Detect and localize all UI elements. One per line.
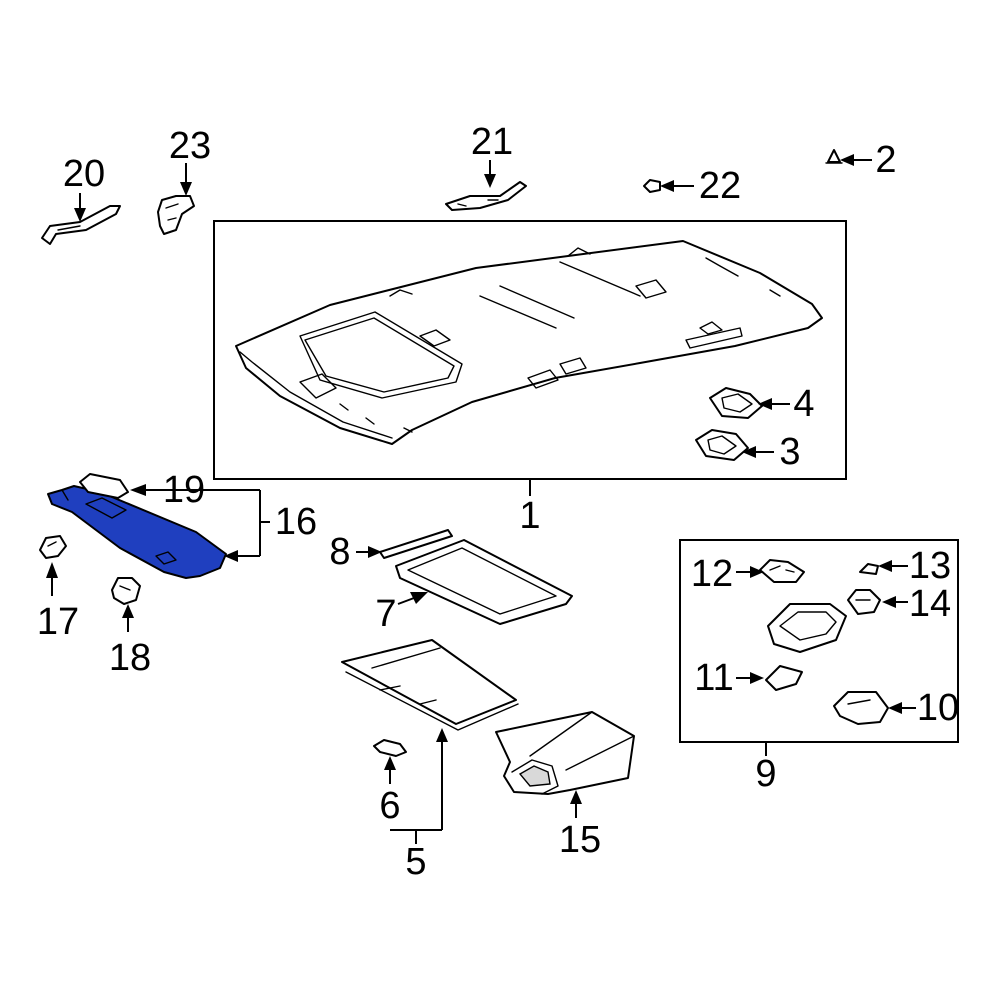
part-18-holder[interactable]: [111, 577, 141, 605]
part-7-frame[interactable]: [395, 539, 573, 625]
part-22-clip[interactable]: [643, 179, 661, 193]
part-10-lamp-unit[interactable]: [833, 691, 889, 725]
part-17-clip[interactable]: [39, 535, 67, 559]
callout-7: 7: [375, 593, 396, 635]
part-5-sunshade[interactable]: [341, 639, 519, 731]
callout-14: 14: [909, 583, 951, 625]
callout-21: 21: [471, 121, 513, 163]
callout-15: 15: [559, 819, 601, 861]
part-19-mirror[interactable]: [79, 473, 129, 499]
part-8-strip[interactable]: [379, 529, 453, 559]
callout-8: 8: [329, 531, 350, 573]
part-6-clip[interactable]: [373, 739, 407, 757]
part-11-lens[interactable]: [765, 665, 803, 691]
headliner-part[interactable]: [235, 240, 823, 445]
callout-2: 2: [875, 139, 896, 181]
part-23-holder[interactable]: [157, 195, 195, 235]
callout-11: 11: [694, 657, 733, 699]
console-group-frame: [679, 539, 959, 743]
part-4-bezel[interactable]: [709, 387, 763, 419]
callout-3: 3: [779, 431, 800, 473]
callout-5: 5: [405, 841, 426, 883]
callout-4: 4: [793, 383, 814, 425]
callout-10: 10: [917, 687, 959, 729]
callout-20: 20: [63, 153, 105, 195]
part-13-bulb[interactable]: [859, 563, 879, 575]
part-2-clip[interactable]: [825, 149, 843, 164]
part-3-cover[interactable]: [695, 429, 749, 461]
callout-13: 13: [909, 545, 951, 587]
callout-9: 9: [755, 753, 776, 795]
callout-18: 18: [109, 637, 151, 679]
part-21-grip[interactable]: [445, 181, 527, 211]
callout-6: 6: [379, 785, 400, 827]
part-12-lamp[interactable]: [759, 559, 805, 583]
callout-labels: 1 2 3 4 5 6 7 8 9 10 11 12 13 14 15 16 1…: [37, 121, 959, 883]
callout-12: 12: [691, 553, 733, 595]
part-20-grip[interactable]: [41, 205, 121, 245]
map-lamp-housing[interactable]: [767, 603, 847, 653]
callout-23: 23: [169, 125, 211, 167]
part-15-console[interactable]: [495, 711, 635, 795]
callout-22: 22: [699, 165, 741, 207]
callout-19: 19: [163, 469, 205, 511]
leader-lines: [46, 154, 916, 844]
part-14-socket[interactable]: [847, 589, 881, 615]
callout-1: 1: [519, 495, 540, 537]
callout-17: 17: [37, 601, 79, 643]
part-16-sun-visor[interactable]: [47, 485, 227, 579]
callout-16: 16: [275, 501, 317, 543]
